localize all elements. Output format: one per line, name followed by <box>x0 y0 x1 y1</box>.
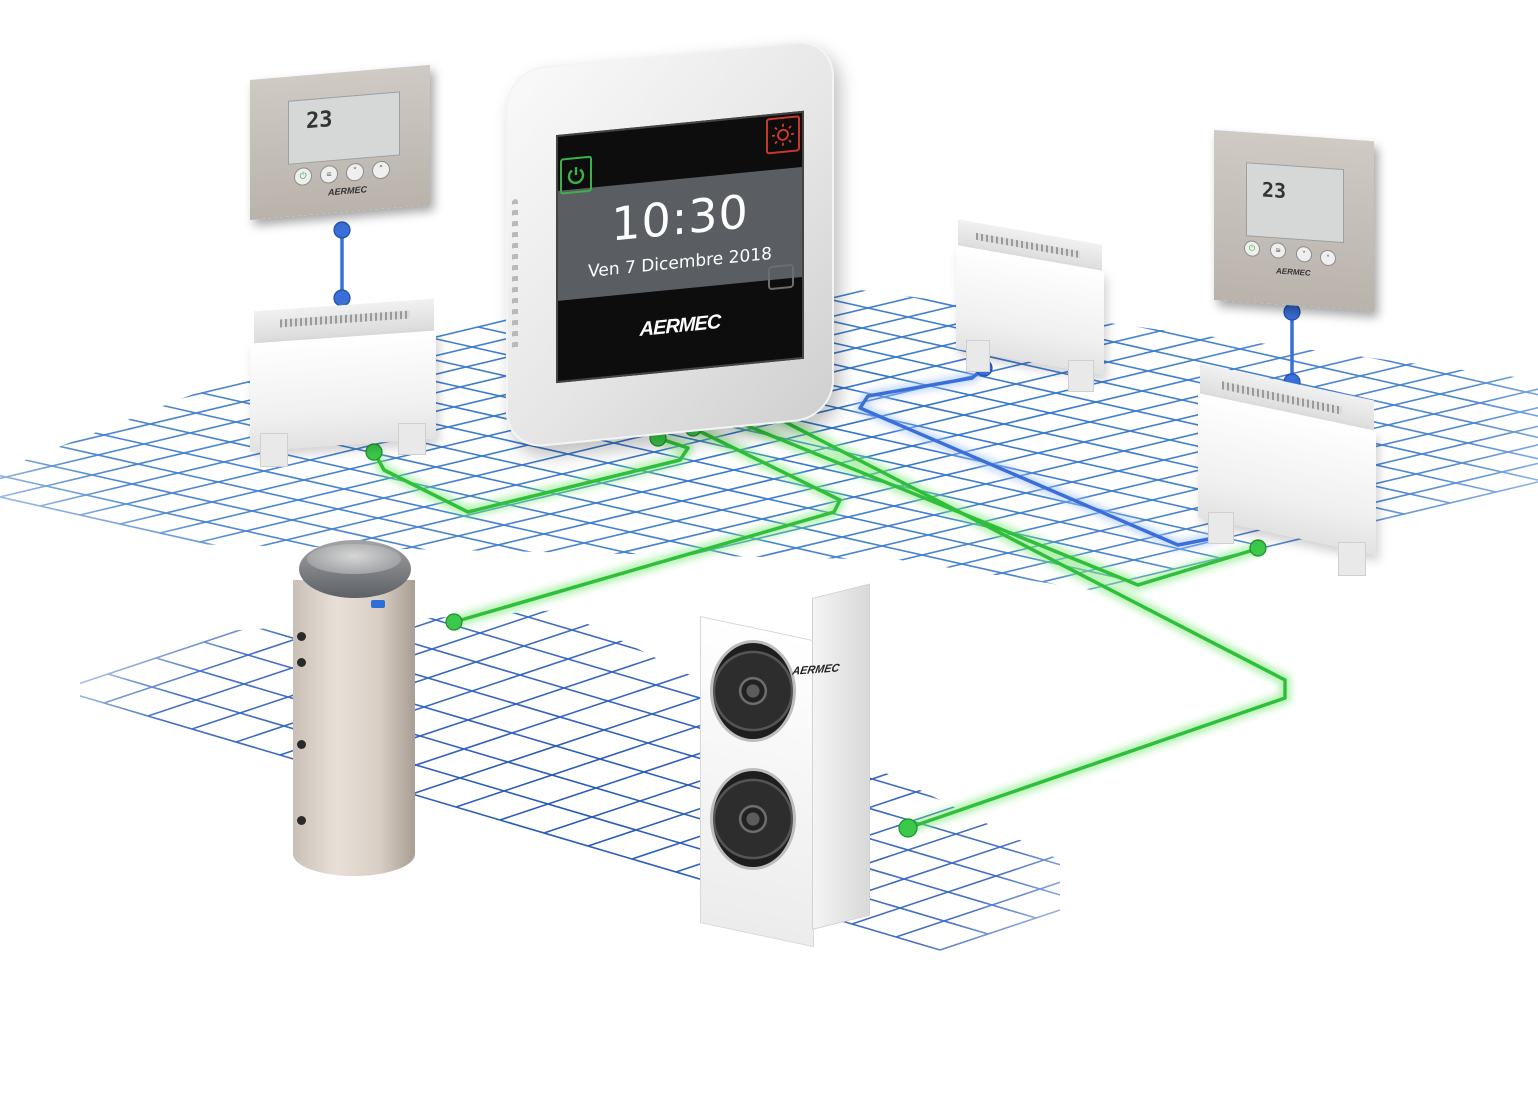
grid-line <box>319 276 1538 570</box>
fancoil-unit-left <box>250 298 436 467</box>
node-tank <box>445 613 463 631</box>
grid-line <box>103 350 1161 704</box>
node-thermo-left-top <box>333 221 351 239</box>
grid-line <box>719 462 1538 660</box>
link-fancoil-left <box>372 436 690 514</box>
grid-line <box>59 337 1117 691</box>
green-connections <box>368 404 1291 834</box>
tank-port <box>297 632 306 641</box>
grid-line <box>895 722 1538 938</box>
grid-line <box>807 666 1538 912</box>
node-heat-pump <box>898 818 918 838</box>
power-icon[interactable] <box>560 155 592 195</box>
link-tank <box>453 426 842 624</box>
thermostat-temperature: 23 <box>1262 177 1287 204</box>
panel-screen[interactable]: 10:30 Ven 7 Dicembre 2018 AERMEC <box>556 110 804 384</box>
wall-thermostat-left: 23 ⏻ ≡ ˅ ˄ AERMEC <box>250 64 430 220</box>
grid-line <box>939 749 1538 951</box>
sun-icon[interactable] <box>766 115 800 155</box>
tank-port <box>297 816 306 825</box>
up-key[interactable]: ˄ <box>1320 249 1336 267</box>
fancoil-unit-center <box>956 219 1104 392</box>
mode-key[interactable]: ≡ <box>1270 241 1286 260</box>
node-fancoil-right <box>1249 539 1267 557</box>
grid-line <box>753 260 1538 439</box>
node-thermo-right-top <box>1283 303 1301 321</box>
grid-line <box>499 473 1538 821</box>
fan-upper-icon <box>710 640 796 742</box>
grid-line <box>1259 139 1538 204</box>
grid-line <box>359 295 1538 579</box>
grid-line <box>279 402 1337 756</box>
fancoil-unit-right <box>1198 363 1376 576</box>
grid-line <box>439 332 1538 597</box>
down-key[interactable]: ˅ <box>1296 245 1312 263</box>
tank-port <box>297 658 306 667</box>
tank-display-icon <box>371 600 385 608</box>
wall-thermostat-right: 23 ⏻ ≡ ˅ ˄ AERMEC <box>1214 130 1374 312</box>
power-key[interactable]: ⏻ <box>1244 240 1260 258</box>
grid-line <box>851 694 1538 925</box>
thermostat-temperature: 23 <box>306 107 333 135</box>
link-fancoil-right <box>727 416 1261 587</box>
grid-line <box>763 639 1538 899</box>
node-fancoil-left <box>365 443 383 461</box>
grid-line <box>759 481 1538 669</box>
node-thermo-left-bottom <box>333 289 351 307</box>
link-heat-pump <box>761 408 1287 830</box>
panel-vent <box>512 198 518 350</box>
tank-port <box>297 740 306 749</box>
controller-brand-logo: AERMEC <box>639 310 721 341</box>
hot-water-tank <box>293 540 415 876</box>
outdoor-heat-pump: AERMEC <box>700 583 870 948</box>
touch-control-panel[interactable]: 10:30 Ven 7 Dicembre 2018 AERMEC <box>506 37 834 450</box>
exit-icon[interactable] <box>768 263 794 291</box>
fan-lower-icon <box>710 768 796 870</box>
grid-line <box>399 314 1538 588</box>
